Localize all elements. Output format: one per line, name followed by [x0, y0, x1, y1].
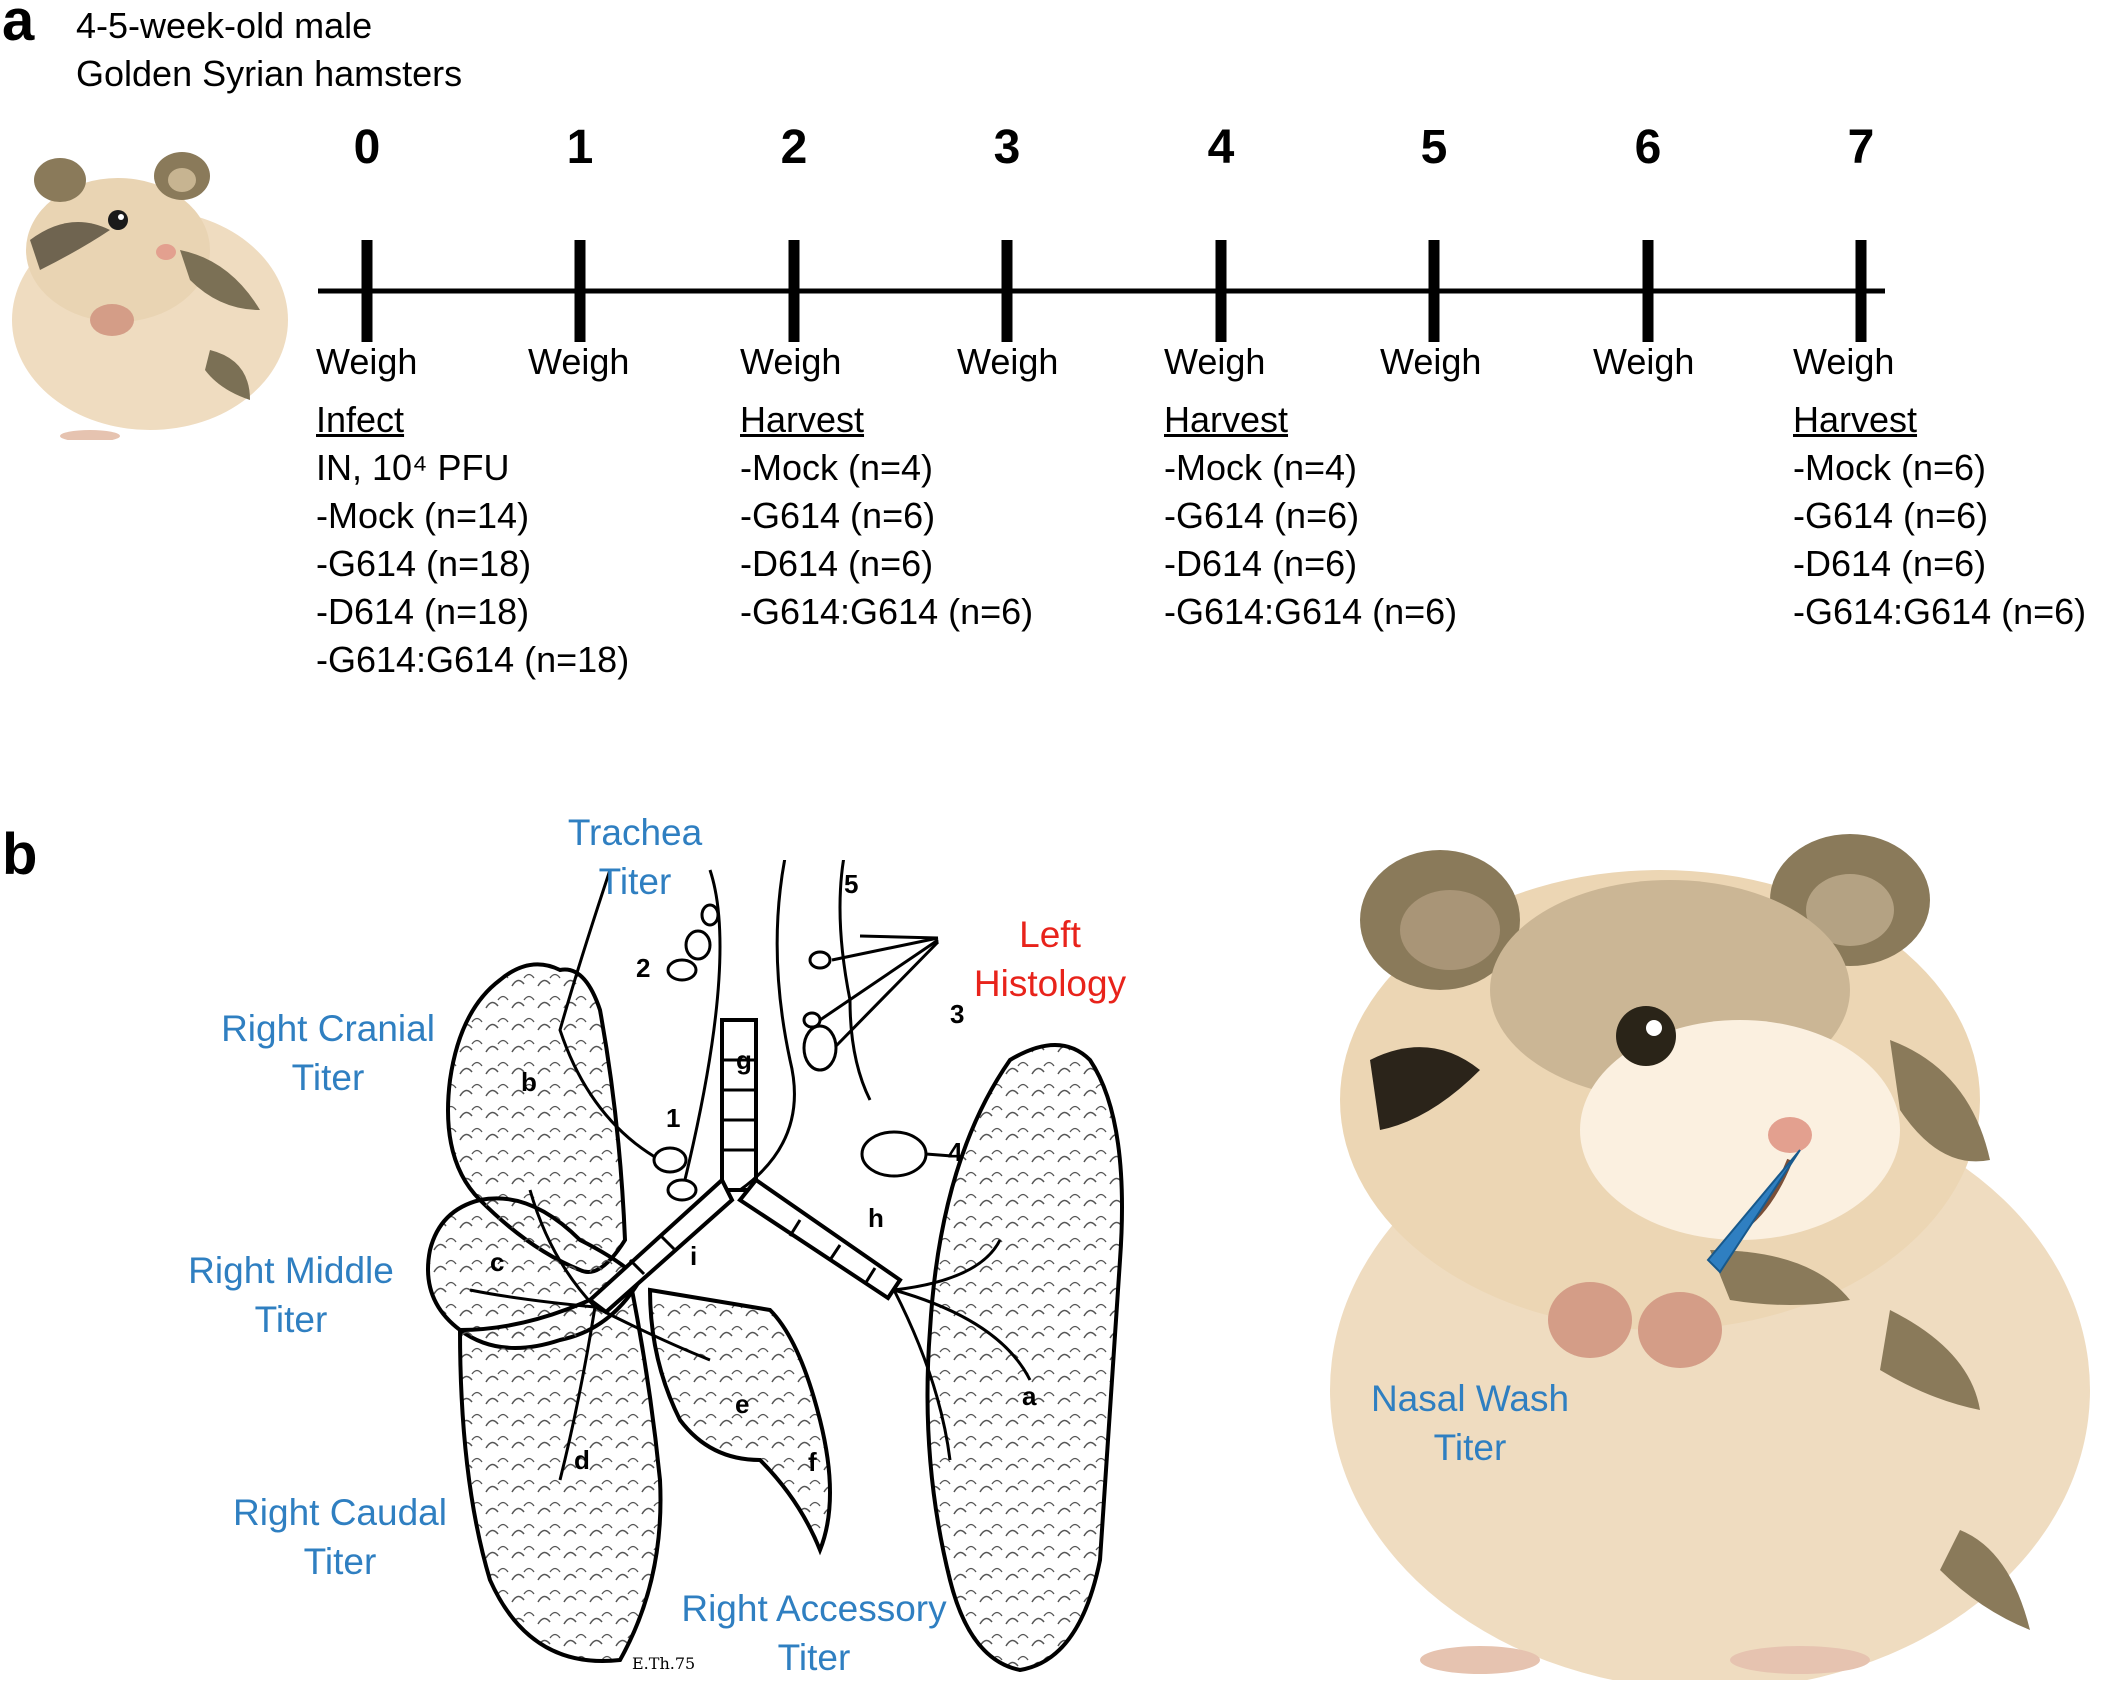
event-line: -Mock (n=6)	[1793, 447, 1987, 488]
label-nasal-wash-line2: Titer	[1433, 1427, 1507, 1468]
weigh-label-day0: Weigh	[316, 341, 418, 382]
lobe-letter-d: d	[574, 1445, 590, 1475]
illustrator-signature: E.Th.75	[632, 1654, 696, 1673]
day-label-2: 2	[780, 121, 808, 174]
day-label-7: 7	[1847, 121, 1875, 174]
lobe-letter-i: i	[690, 1241, 698, 1271]
event-block-day2: Harvest -Mock (n=4) -G614 (n=6) -D614 (n…	[740, 396, 1033, 636]
event-line: -Mock (n=4)	[740, 447, 934, 488]
event-line: -G614:G614 (n=6)	[740, 591, 1034, 632]
lobe-letter-c: c	[490, 1247, 505, 1277]
timeline-axis	[318, 240, 1885, 342]
label-right-accessory-line2: Titer	[777, 1637, 851, 1678]
label-trachea: Trachea Titer	[520, 808, 750, 906]
lobe-letter-a: a	[1022, 1381, 1037, 1411]
day-label-3: 3	[993, 121, 1021, 174]
label-left-lung: Left Histology	[940, 910, 1160, 1008]
label-nasal-wash-line1: Nasal Wash	[1370, 1378, 1570, 1419]
event-line: -G614 (n=6)	[1164, 495, 1360, 536]
event-line: -Mock (n=14)	[316, 495, 530, 536]
label-right-caudal-line1: Right Caudal	[233, 1492, 447, 1533]
event-line: -Mock (n=4)	[1164, 447, 1358, 488]
event-block-day7: Harvest -Mock (n=6) -G614 (n=6) -D614 (n…	[1793, 396, 2086, 636]
day-label-5: 5	[1420, 121, 1448, 174]
label-right-cranial-line2: Titer	[291, 1057, 365, 1098]
weigh-label-day6: Weigh	[1593, 341, 1695, 382]
large-hamster-illustration	[1330, 834, 2090, 1680]
day-label-1: 1	[566, 121, 594, 174]
event-line: -G614 (n=18)	[316, 543, 532, 584]
lobe-letter-f: f	[808, 1447, 817, 1477]
lobe-letter-b: b	[521, 1067, 537, 1097]
weigh-label-day7: Weigh	[1793, 341, 1895, 382]
label-right-caudal: Right Caudal Titer	[210, 1488, 470, 1586]
event-line: -D614 (n=6)	[1164, 543, 1358, 584]
event-line: -G614 (n=6)	[1793, 495, 1989, 536]
event-line: -D614 (n=6)	[740, 543, 934, 584]
lobe-letter-e: e	[735, 1389, 750, 1419]
event-line: -G614:G614 (n=6)	[1793, 591, 2087, 632]
label-right-cranial-line1: Right Cranial	[221, 1008, 435, 1049]
panel-b-letter: b	[2, 822, 38, 887]
animal-description-line2: Golden Syrian hamsters	[76, 53, 463, 94]
event-heading: Harvest	[1164, 399, 1289, 440]
event-heading: Infect	[316, 399, 405, 440]
label-nasal-wash: Nasal Wash Titer	[1340, 1374, 1600, 1472]
label-left-line1: Left	[1019, 914, 1081, 955]
weigh-label-day4: Weigh	[1164, 341, 1266, 382]
weigh-label-day1: Weigh	[528, 341, 630, 382]
weigh-label-day3: Weigh	[957, 341, 1059, 382]
label-right-middle: Right Middle Titer	[164, 1246, 418, 1344]
label-left-line2: Histology	[973, 963, 1127, 1004]
animal-description-line1: 4-5-week-old male	[76, 5, 373, 46]
label-right-accessory: Right Accessory Titer	[654, 1584, 974, 1682]
label-right-middle-line1: Right Middle	[188, 1250, 394, 1291]
day-label-0: 0	[353, 121, 381, 174]
event-line: IN, 10⁴ PFU	[316, 447, 510, 488]
node-number-4: 4	[948, 1137, 963, 1167]
small-hamster-illustration	[12, 152, 288, 440]
label-trachea-line2: Titer	[598, 861, 672, 902]
weigh-label-day2: Weigh	[740, 341, 842, 382]
event-line: -G614 (n=6)	[740, 495, 936, 536]
node-number-3: 3	[950, 999, 965, 1029]
event-line: -G614:G614 (n=6)	[1164, 591, 1458, 632]
event-heading: Harvest	[1793, 399, 1918, 440]
node-number-2: 2	[636, 953, 651, 983]
label-right-accessory-line1: Right Accessory	[681, 1588, 947, 1629]
label-trachea-line1: Trachea	[567, 812, 703, 853]
lobe-letter-h: h	[868, 1203, 884, 1233]
lung-diagram	[426, 860, 1124, 1673]
label-right-cranial: Right Cranial Titer	[196, 1004, 460, 1102]
label-right-caudal-line2: Titer	[303, 1541, 377, 1582]
node-number-5: 5	[844, 869, 859, 899]
event-block-day0: Infect IN, 10⁴ PFU -Mock (n=14) -G614 (n…	[316, 396, 629, 684]
panel-a-letter: a	[2, 0, 35, 53]
event-line: -D614 (n=18)	[316, 591, 530, 632]
day-label-4: 4	[1207, 121, 1235, 174]
label-right-middle-line2: Titer	[254, 1299, 328, 1340]
event-block-day4: Harvest -Mock (n=4) -G614 (n=6) -D614 (n…	[1164, 396, 1457, 636]
weigh-label-day5: Weigh	[1380, 341, 1482, 382]
node-number-1: 1	[666, 1103, 681, 1133]
event-heading: Harvest	[740, 399, 865, 440]
lobe-letter-g: g	[736, 1045, 752, 1075]
event-line: -D614 (n=6)	[1793, 543, 1987, 584]
day-label-6: 6	[1634, 121, 1662, 174]
event-line: -G614:G614 (n=18)	[316, 639, 630, 680]
